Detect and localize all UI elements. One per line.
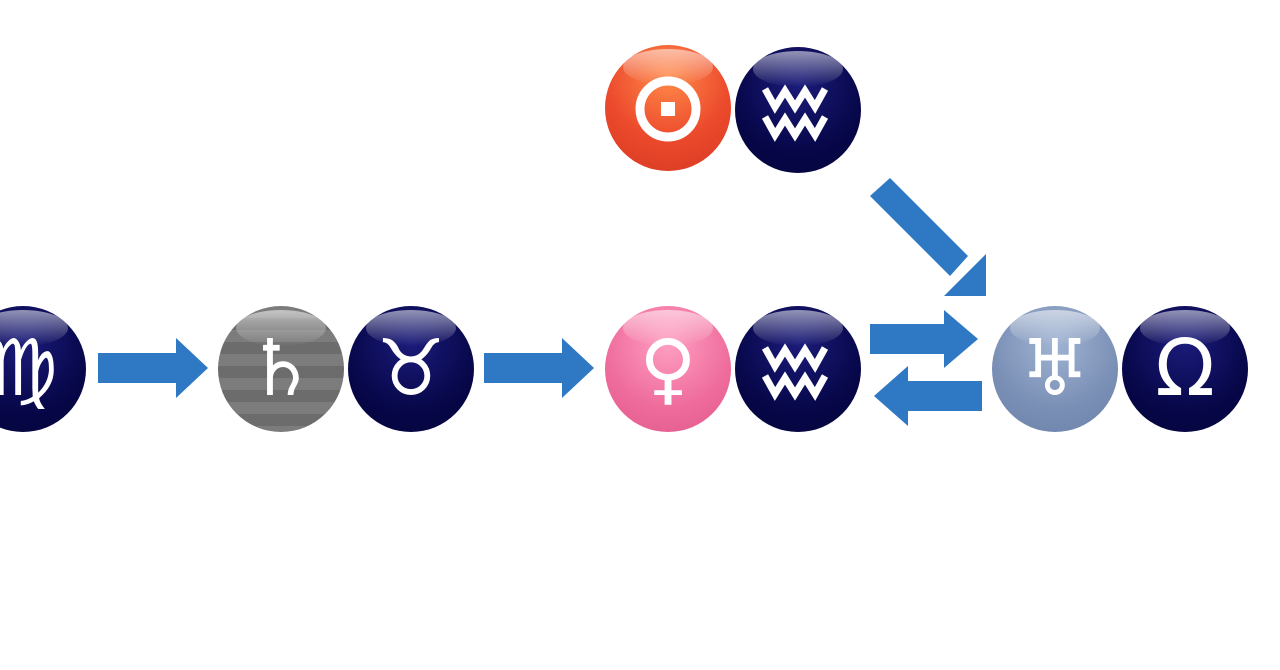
virgo-node: ♍: [0, 306, 86, 432]
arrow-venus-to-uranus: [870, 310, 978, 368]
taurus-icon: ♉: [376, 324, 446, 414]
arrow-sun-to-uranus: [870, 178, 986, 296]
aquarius-mid-node: [735, 306, 861, 432]
saturn-icon: ♄: [246, 324, 316, 414]
libra-icon: Ω: [1155, 324, 1215, 414]
saturn-node: ♄: [218, 306, 344, 432]
libra-node: Ω: [1122, 306, 1248, 432]
taurus-node: ♉: [348, 306, 474, 432]
aquarius-icon: [761, 84, 829, 142]
venus-icon: ♀: [639, 324, 697, 414]
uranus-icon: ♅: [1020, 324, 1090, 414]
sun-node: [605, 45, 731, 171]
aquarius-icon: [761, 343, 829, 401]
arrow-uranus-to-venus: [874, 366, 982, 426]
sun-icon: [635, 76, 701, 142]
venus-node: ♀: [605, 306, 731, 432]
uranus-node: ♅: [992, 306, 1118, 432]
virgo-icon: ♍: [0, 324, 58, 414]
aquarius-top-node: [735, 47, 861, 173]
arrow-virgo-to-saturn: [98, 338, 208, 398]
arrow-taurus-to-venus: [484, 338, 594, 398]
